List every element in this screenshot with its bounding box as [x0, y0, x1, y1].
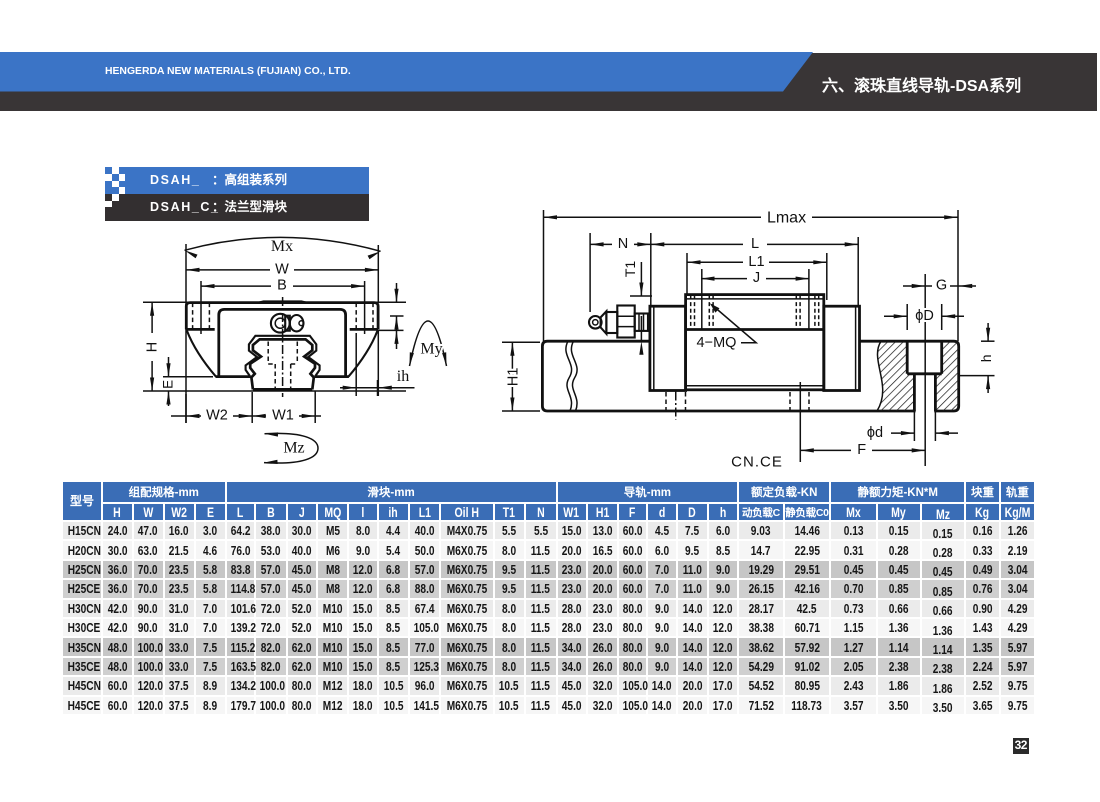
svg-text:Lmax: Lmax — [767, 210, 806, 227]
svg-text:E: E — [161, 380, 176, 389]
svg-text:My: My — [420, 341, 442, 358]
svg-text:4−MQ: 4−MQ — [697, 335, 737, 351]
svg-text:ih: ih — [397, 368, 409, 385]
svg-text:W: W — [275, 261, 289, 277]
svg-text:CN.CE: CN.CE — [731, 453, 783, 470]
svg-text:W2: W2 — [206, 407, 228, 423]
svg-text:ϕd: ϕd — [867, 425, 883, 441]
svg-text:L: L — [751, 236, 759, 252]
svg-text:N: N — [618, 236, 628, 252]
svg-text:H1: H1 — [506, 368, 522, 387]
svg-text:ϕD: ϕD — [915, 308, 934, 324]
svg-text:J: J — [753, 270, 760, 286]
svg-text:L1: L1 — [748, 254, 764, 270]
svg-text:B: B — [277, 278, 287, 294]
svg-text:G: G — [936, 278, 947, 294]
svg-text:F: F — [857, 442, 866, 458]
svg-text:Mz: Mz — [283, 440, 304, 457]
svg-text:h: h — [978, 354, 994, 362]
svg-text:W1: W1 — [272, 407, 294, 423]
svg-text:Mx: Mx — [271, 238, 293, 255]
svg-text:T1: T1 — [622, 261, 638, 278]
svg-text:H: H — [144, 342, 160, 352]
